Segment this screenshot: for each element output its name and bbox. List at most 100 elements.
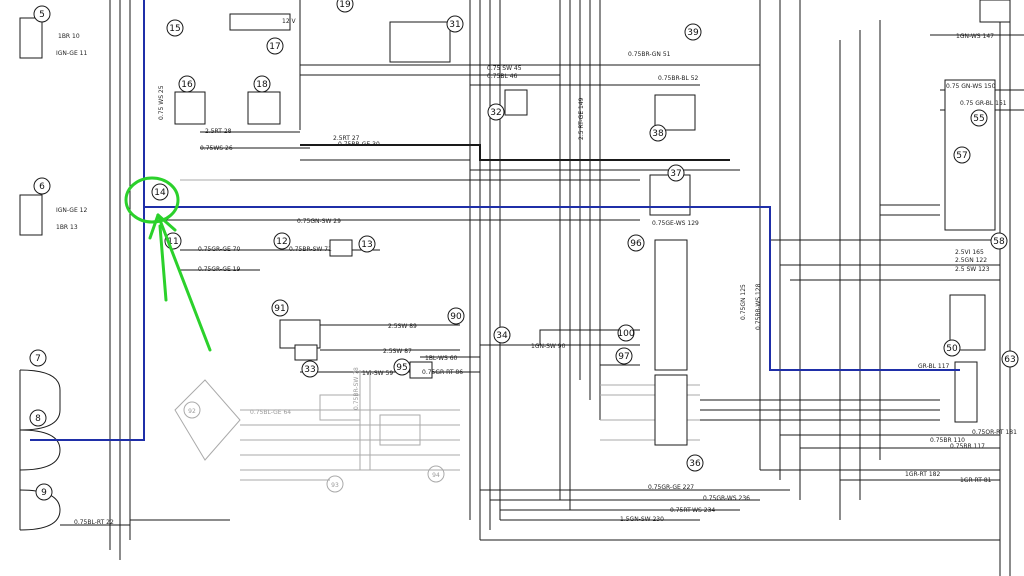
component-94: 94 <box>427 465 445 483</box>
component-90: 90 <box>447 307 465 325</box>
svg-text:0.75BR-SW 71: 0.75BR-SW 71 <box>289 246 332 253</box>
svg-text:1GN-SW 90: 1GN-SW 90 <box>531 343 566 350</box>
svg-text:39: 39 <box>687 28 699 38</box>
svg-text:100: 100 <box>617 329 634 339</box>
svg-text:32: 32 <box>490 108 501 118</box>
component-8: 8 <box>29 409 47 427</box>
svg-text:1BL-WS 60: 1BL-WS 60 <box>425 355 458 362</box>
ghosted-section <box>174 179 700 481</box>
svg-text:0.75BR-SW 78: 0.75BR-SW 78 <box>353 367 360 410</box>
svg-text:55: 55 <box>973 114 984 124</box>
svg-text:0.75BR-GE 30: 0.75BR-GE 30 <box>338 141 380 148</box>
svg-text:0.75GN-SW 29: 0.75GN-SW 29 <box>297 218 341 225</box>
svg-text:2.5 SW 123: 2.5 SW 123 <box>955 266 990 273</box>
component-17: 17 <box>266 37 284 55</box>
wire-labels: 1BR 10 IGN-GE 11 IGN-GE 12 1BR 13 0.75 W… <box>56 18 1017 526</box>
component-12: 12 <box>273 232 291 250</box>
component-100: 100 <box>617 324 635 342</box>
svg-text:92: 92 <box>188 408 196 415</box>
component-14: 14 <box>151 183 169 201</box>
svg-text:0.75BR 117: 0.75BR 117 <box>950 443 985 450</box>
svg-text:1GN-WS 147: 1GN-WS 147 <box>956 33 994 40</box>
component-9: 9 <box>35 483 53 501</box>
svg-text:18: 18 <box>256 80 268 90</box>
svg-text:1BR 10: 1BR 10 <box>58 33 80 40</box>
svg-text:93: 93 <box>331 482 339 489</box>
component-55: 55 <box>970 109 988 127</box>
svg-text:0.75GR-WS 236: 0.75GR-WS 236 <box>703 495 750 502</box>
svg-text:36: 36 <box>689 459 701 469</box>
component-33: 33 <box>301 360 319 378</box>
svg-text:58: 58 <box>993 237 1005 247</box>
svg-text:0.75GR-GE 227: 0.75GR-GE 227 <box>648 484 694 491</box>
annotation-marker <box>124 176 212 352</box>
svg-text:95: 95 <box>396 363 407 373</box>
component-63: 63 <box>1001 350 1019 368</box>
svg-text:31: 31 <box>449 20 460 30</box>
svg-text:2.5VI 165: 2.5VI 165 <box>955 249 984 256</box>
svg-text:15: 15 <box>169 24 180 34</box>
svg-text:13: 13 <box>361 240 372 250</box>
svg-text:0.75GE-WS 129: 0.75GE-WS 129 <box>652 220 699 227</box>
svg-text:5: 5 <box>39 10 45 20</box>
svg-text:1BR 13: 1BR 13 <box>56 224 78 231</box>
svg-text:0.75BL-RT 22: 0.75BL-RT 22 <box>74 519 114 526</box>
svg-text:96: 96 <box>630 239 642 249</box>
component-16: 16 <box>178 75 196 93</box>
svg-text:0.75BR-GN 51: 0.75BR-GN 51 <box>628 51 671 58</box>
component-13: 13 <box>358 235 376 253</box>
svg-text:GR-BL 117: GR-BL 117 <box>918 363 950 370</box>
component-92: 92 <box>183 401 201 419</box>
svg-text:37: 37 <box>670 169 681 179</box>
svg-text:1.5GN-SW 230: 1.5GN-SW 230 <box>620 516 664 523</box>
svg-text:94: 94 <box>432 472 440 479</box>
svg-text:9: 9 <box>41 488 47 498</box>
svg-text:0.75 WS 25: 0.75 WS 25 <box>158 85 165 120</box>
svg-text:91: 91 <box>274 304 285 314</box>
component-31: 31 <box>446 15 464 33</box>
svg-text:0.75BR 110: 0.75BR 110 <box>930 437 965 444</box>
svg-text:6: 6 <box>39 182 45 192</box>
svg-text:16: 16 <box>181 80 193 90</box>
svg-text:2.5GN 122: 2.5GN 122 <box>955 257 987 264</box>
svg-text:2.5SW 87: 2.5SW 87 <box>383 348 412 355</box>
component-7: 7 <box>29 349 47 367</box>
component-6: 6 <box>33 177 51 195</box>
component-19: 19 <box>336 0 354 13</box>
svg-text:19: 19 <box>339 0 351 10</box>
svg-text:2.5SW 89: 2.5SW 89 <box>388 323 417 330</box>
component-97: 97 <box>615 347 633 365</box>
svg-text:11: 11 <box>167 237 178 247</box>
svg-text:12 V: 12 V <box>282 18 297 25</box>
svg-text:17: 17 <box>269 42 280 52</box>
svg-text:33: 33 <box>304 365 315 375</box>
svg-text:0.75WS 26: 0.75WS 26 <box>200 145 233 152</box>
component-15: 15 <box>166 19 184 37</box>
svg-text:0.75 GN-WS 150: 0.75 GN-WS 150 <box>946 83 996 90</box>
component-32: 32 <box>487 103 505 121</box>
svg-text:2.5RT 27: 2.5RT 27 <box>333 135 360 142</box>
component-39: 39 <box>684 23 702 41</box>
svg-text:0.75OR-RT 181: 0.75OR-RT 181 <box>972 429 1017 436</box>
svg-text:57: 57 <box>956 151 967 161</box>
svg-text:0.75RT-WS 234: 0.75RT-WS 234 <box>670 507 715 514</box>
svg-text:0.75GR-RT 86: 0.75GR-RT 86 <box>422 369 463 376</box>
svg-text:0.75BL 46: 0.75BL 46 <box>487 73 518 80</box>
svg-text:2.5 RT-GE 149: 2.5 RT-GE 149 <box>578 97 585 140</box>
svg-text:2.5RT 28: 2.5RT 28 <box>205 128 232 135</box>
svg-text:1VI-SW 59: 1VI-SW 59 <box>362 370 393 377</box>
component-57: 57 <box>953 146 971 164</box>
svg-text:0.75GR-GE 19: 0.75GR-GE 19 <box>198 266 240 273</box>
svg-text:50: 50 <box>946 344 958 354</box>
svg-text:63: 63 <box>1004 355 1015 365</box>
svg-text:0.75BL-GE 64: 0.75BL-GE 64 <box>250 409 291 416</box>
component-95: 95 <box>393 358 411 376</box>
svg-text:1GR-RT 81: 1GR-RT 81 <box>960 477 992 484</box>
component-38: 38 <box>649 124 667 142</box>
svg-text:90: 90 <box>450 312 462 322</box>
svg-text:IGN-GE 12: IGN-GE 12 <box>56 207 87 214</box>
svg-text:12: 12 <box>276 237 287 247</box>
component-markers: 5 15 17 19 31 39 16 18 32 38 55 57 6 14 … <box>29 0 1019 501</box>
component-93: 93 <box>326 475 344 493</box>
